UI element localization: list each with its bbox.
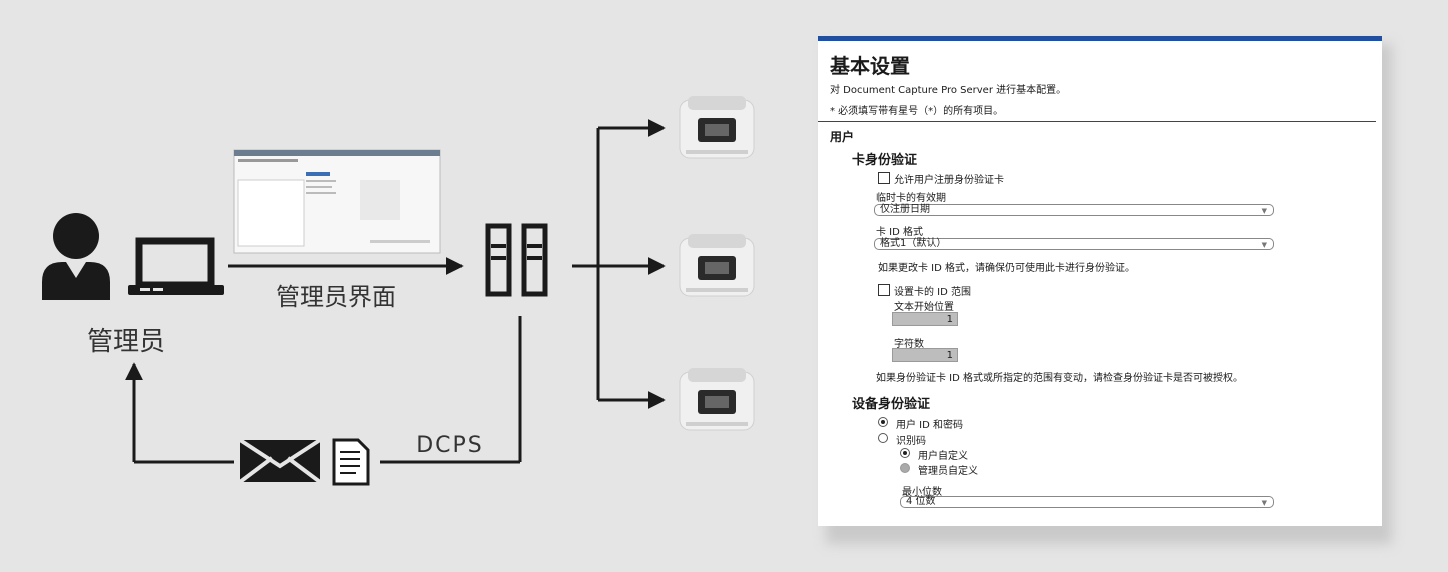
- server-to-scanners-connector: [572, 119, 666, 409]
- user-defined-label: 用户自定义: [918, 451, 968, 462]
- page-title: 基本设置: [830, 54, 910, 78]
- required-note: * 必须填写带有星号（*）的所有项目。: [830, 106, 1004, 117]
- section-divider: [818, 121, 1376, 122]
- text-start-input[interactable]: 1: [892, 312, 958, 326]
- page-description: 对 Document Capture Pro Server 进行基本配置。: [830, 85, 1067, 96]
- format-change-note: 如果更改卡 ID 格式，请确保仍可使用此卡进行身份验证。: [878, 263, 1136, 274]
- allow-register-checkbox[interactable]: [878, 172, 890, 184]
- text-start-label: 文本开始位置: [894, 302, 954, 313]
- temp-card-select[interactable]: 仅注册日期 ▼: [874, 204, 1274, 216]
- allow-register-label: 允许用户注册身份验证卡: [894, 175, 1004, 186]
- chevron-down-icon: ▼: [1261, 241, 1267, 249]
- user-defined-radio[interactable]: [900, 448, 910, 458]
- basic-settings-panel: 基本设置 对 Document Capture Pro Server 进行基本配…: [818, 36, 1382, 526]
- temp-card-label: 临时卡的有效期: [876, 193, 946, 204]
- card-id-format-label: 卡 ID 格式: [876, 227, 924, 238]
- server-icon: [485, 223, 548, 297]
- card-id-format-select[interactable]: 格式1（默认） ▼: [874, 238, 1274, 250]
- admin-defined-radio[interactable]: [900, 463, 910, 473]
- userid-password-label: 用户 ID 和密码: [896, 420, 964, 431]
- min-digits-value: 4 位数: [906, 496, 936, 507]
- admin-interface-label: 管理员界面: [276, 283, 396, 311]
- admin-interface-screenshot: [233, 149, 441, 254]
- min-digits-select[interactable]: 4 位数 ▼: [900, 496, 1274, 508]
- admin-defined-label: 管理员自定义: [918, 466, 978, 477]
- scanner-icon: [679, 234, 755, 297]
- user-section-title: 用户: [830, 130, 855, 144]
- laptop-icon: [128, 237, 224, 295]
- min-digits-label: 最小位数: [902, 487, 942, 498]
- id-code-label: 识别码: [896, 436, 926, 447]
- char-count-label: 字符数: [894, 339, 924, 350]
- envelope-icon: [238, 438, 322, 484]
- temp-card-value: 仅注册日期: [880, 204, 930, 215]
- range-change-note: 如果身份验证卡 ID 格式或所指定的范围有变动，请检查身份验证卡是否可被授权。: [876, 373, 1244, 384]
- device-auth-heading: 设备身份验证: [852, 397, 931, 412]
- chevron-down-icon: ▼: [1261, 207, 1267, 215]
- card-auth-heading: 卡身份验证: [852, 153, 918, 168]
- admin-label: 管理员: [87, 327, 165, 357]
- dcps-return-path: [125, 316, 522, 464]
- dcps-label: DCPS: [416, 433, 484, 458]
- id-code-radio[interactable]: [878, 433, 888, 443]
- document-icon: [332, 438, 370, 486]
- chevron-down-icon: ▼: [1261, 499, 1267, 507]
- char-count-input[interactable]: 1: [892, 348, 958, 362]
- userid-password-radio[interactable]: [878, 417, 888, 427]
- scanner-icon: [679, 96, 755, 159]
- card-id-format-value: 格式1（默认）: [880, 238, 947, 249]
- set-id-range-label: 设置卡的 ID 范围: [894, 287, 972, 298]
- scanner-icon: [679, 368, 755, 431]
- set-id-range-checkbox[interactable]: [878, 284, 890, 296]
- admin-person-icon: [42, 213, 110, 300]
